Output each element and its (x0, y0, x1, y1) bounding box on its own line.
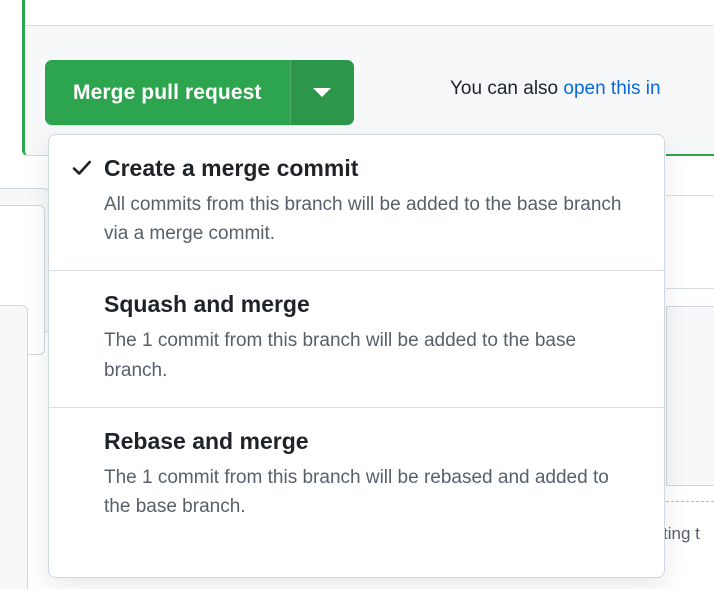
menu-item-description: The 1 commit from this branch will be ad… (104, 330, 577, 381)
menu-item-title: Squash and merge (104, 291, 310, 318)
menu-item-squash-and-merge[interactable]: Squash and merge The 1 commit from this … (49, 270, 664, 406)
background-dashed-divider (666, 501, 714, 502)
merge-pull-request-button[interactable]: Merge pull request (45, 60, 290, 125)
merge-button-group[interactable]: Merge pull request (45, 60, 354, 125)
side-note-prefix: You can also (450, 78, 564, 99)
background-panel-right (666, 306, 714, 486)
open-in-desktop-note: You can also open this in (450, 78, 661, 100)
merge-status-box-header (25, 0, 714, 26)
menu-item-title: Rebase and merge (104, 427, 309, 454)
menu-item-create-merge-commit[interactable]: Create a merge commit All commits from t… (49, 135, 664, 270)
merge-options-dropdown-button[interactable] (289, 60, 354, 125)
background-divider-1 (666, 195, 714, 196)
menu-item-title: Create a merge commit (104, 155, 359, 181)
merge-box-green-accent-right (666, 154, 714, 156)
check-icon-placeholder (71, 428, 104, 430)
merge-status-box (22, 0, 714, 156)
background-divider-2 (666, 288, 714, 289)
check-icon-placeholder (71, 291, 104, 293)
menu-item-rebase-and-merge[interactable]: Rebase and merge The 1 commit from this … (49, 406, 664, 543)
top-divider (25, 25, 714, 26)
menu-item-description: All commits from this branch will be add… (104, 193, 622, 245)
check-icon (71, 155, 104, 179)
background-partial-text: ting t (663, 524, 700, 543)
open-this-in-link[interactable]: open this in (563, 78, 661, 99)
chevron-down-icon (313, 88, 332, 97)
menu-item-description: The 1 commit from this branch will be re… (104, 466, 609, 517)
timeline-comment-lower (0, 305, 28, 589)
merge-method-dropdown-menu[interactable]: Create a merge commit All commits from t… (48, 134, 665, 578)
